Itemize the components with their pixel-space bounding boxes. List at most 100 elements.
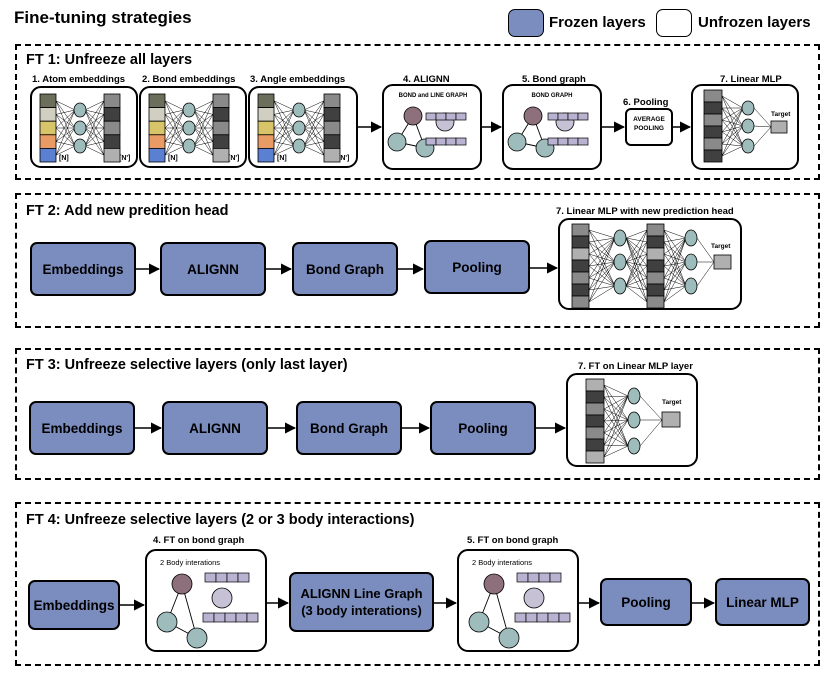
network-edge	[164, 114, 185, 147]
ft4-bond2-graph-node	[523, 587, 545, 609]
ft4-bond2-graph-feature-cell	[516, 572, 529, 583]
network-edge	[625, 277, 648, 287]
network-edge	[588, 261, 616, 291]
bond-feature-cell	[577, 137, 589, 146]
network-edge	[721, 145, 744, 157]
ft3-bond-graph-block: Bond Graph	[296, 401, 402, 455]
ft2-pooling-block: Pooling	[424, 240, 530, 294]
bond-feature-cell	[547, 112, 559, 121]
network-edge	[603, 445, 629, 458]
ft1-step-pooling: 6. Pooling	[623, 97, 669, 108]
network-edge	[639, 419, 663, 447]
ft4-bond2-graph-feature-cell	[547, 612, 560, 623]
network-edge	[603, 420, 629, 447]
ft4-bond2-graph-feature-cell	[514, 612, 527, 623]
bond-feature-cell	[567, 112, 579, 121]
network-edge	[303, 109, 325, 129]
embedding-input-column-cell	[148, 107, 166, 122]
network-edge	[721, 95, 744, 127]
embedding-output-column-cell	[212, 107, 230, 122]
ft4-bond1-graph-node	[171, 573, 193, 595]
network-edge	[721, 107, 744, 121]
embedding-output-column-cell	[212, 134, 230, 149]
ft4-bond1-label: 4. FT on bond graph	[153, 535, 245, 546]
network-edge	[603, 396, 629, 447]
network-edge	[303, 100, 325, 111]
ft4-bond1-graph-feature-cell	[235, 612, 248, 623]
alignn-feature-cell	[445, 112, 457, 121]
embedding-input-column-cell	[39, 147, 57, 163]
network-edge	[721, 119, 744, 147]
network-edge	[603, 419, 629, 446]
network-edge	[84, 114, 105, 129]
network-edge	[663, 237, 687, 303]
network-edge	[663, 229, 687, 239]
network-edge	[721, 95, 744, 109]
ft1-alignn-graph-node	[387, 132, 407, 152]
embedding-input-column-cell	[148, 93, 166, 109]
ft3-title: FT 3: Unfreeze selective layers (only la…	[26, 357, 348, 373]
alignn-feature-cell	[455, 137, 467, 146]
ft4-pooling-block: Pooling	[600, 578, 692, 626]
mlp-input-column-cell	[703, 113, 723, 127]
network-edge	[193, 127, 214, 156]
network-edge	[663, 261, 687, 291]
network-edge	[273, 114, 295, 147]
ft1-bond-inner-label: BOND GRAPH	[531, 93, 573, 99]
ft4-bond2-graph-feature-cell	[549, 572, 562, 583]
unfrozen-legend-label: Unfrozen layers	[698, 14, 811, 31]
ft3-mlp-column-cell	[585, 414, 605, 428]
ft3-embeddings-block: Embeddings	[29, 401, 135, 455]
network-edge	[303, 141, 325, 147]
network-edge	[303, 127, 325, 147]
neuron-node	[73, 138, 87, 154]
network-edge	[663, 261, 687, 303]
network-edge	[84, 109, 105, 156]
network-edge	[193, 114, 214, 147]
network-edge	[663, 237, 687, 243]
network-edge	[273, 127, 295, 147]
ft2-mlp-column-2-cell	[646, 235, 665, 249]
neuron-node	[182, 102, 196, 118]
alignn-feature-cell	[435, 137, 447, 146]
ft1-alignn-graph-node	[403, 106, 423, 126]
embedding-output-column-cell	[103, 107, 121, 122]
bond-feature-cell	[557, 112, 569, 121]
bond-feature-cell	[557, 137, 569, 146]
network-edge	[588, 261, 616, 303]
network-edge	[55, 100, 76, 129]
ft2-mlp-column-2-cell	[646, 283, 665, 297]
network-edge	[603, 419, 629, 458]
network-edge	[721, 125, 744, 145]
network-edge	[164, 114, 185, 129]
network-edge	[193, 109, 214, 156]
ft1-bond-n-out: [N']	[228, 155, 240, 162]
ft2-mlp-column-2-cell	[646, 259, 665, 273]
ft1-target-label: Target	[771, 111, 791, 118]
network-edge	[721, 107, 744, 133]
ft4-bond1-graph-feature-cell	[226, 572, 239, 583]
ft3-target-label: Target	[662, 399, 682, 406]
network-edge	[193, 100, 214, 129]
network-edge	[663, 237, 687, 291]
ft4-bond2-graph-feature-cell	[527, 572, 540, 583]
network-edge	[164, 109, 185, 142]
embedding-output-column-cell	[103, 147, 121, 163]
ft4-bond2-graph-node	[468, 611, 490, 633]
network-edge	[273, 127, 295, 142]
network-edge	[55, 114, 76, 129]
network-edge	[193, 100, 214, 111]
network-edge	[273, 145, 295, 156]
network-edge	[55, 109, 76, 156]
network-edge	[603, 408, 629, 447]
network-edge	[696, 237, 715, 263]
ft3-mlp-column-cell	[585, 402, 605, 416]
network-edge	[753, 107, 772, 128]
network-edge	[721, 125, 744, 157]
embedding-input-column-cell	[39, 120, 57, 136]
neuron-node	[292, 138, 306, 154]
ft4-bond1-graph-node	[186, 627, 208, 649]
network-edge	[84, 109, 105, 142]
neuron-node	[627, 437, 641, 455]
